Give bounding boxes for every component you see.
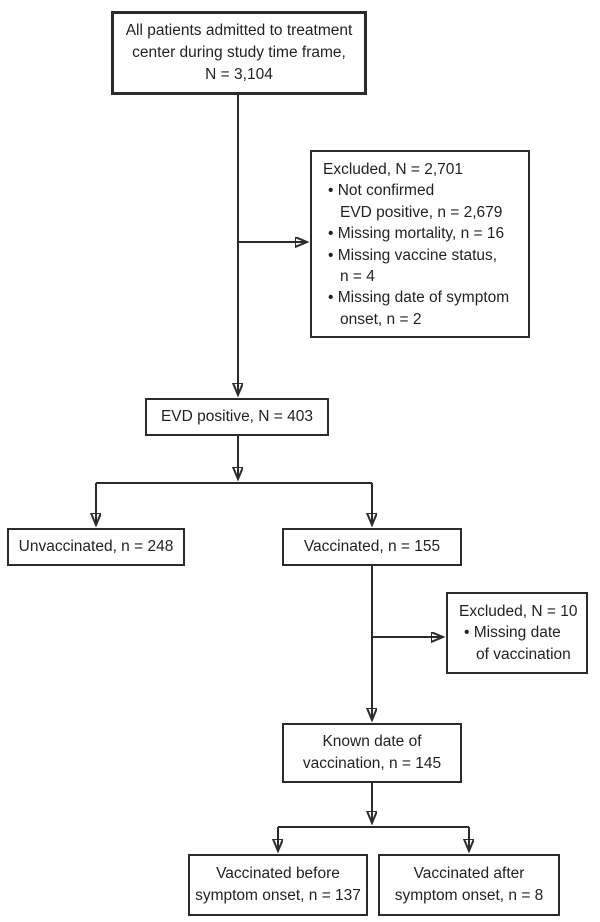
- node-vaccinated-label: Vaccinated, n = 155: [303, 538, 441, 555]
- excluded-initial-bullet: • Not confirmed EVD positive, n = 2,679: [328, 182, 503, 221]
- node-known-date: Known date of vaccination, n = 145: [282, 723, 462, 783]
- excluded-initial-bullet: • Missing date of symptom onset, n = 2: [328, 289, 510, 328]
- node-before-onset-line: Vaccinated before: [216, 865, 340, 882]
- excluded-initial-header: Excluded, N = 2,701: [323, 161, 464, 178]
- excluded-initial-bullet: • Missing vaccine status, n = 4: [328, 246, 498, 286]
- node-after-onset: Vaccinated after symptom onset, n = 8: [378, 854, 560, 916]
- node-excluded-initial: Excluded, N = 2,701 • Not confirmed EVD …: [310, 150, 530, 338]
- node-before-onset: Vaccinated before symptom onset, n = 137: [188, 854, 368, 916]
- node-after-onset-line: symptom onset, n = 8: [394, 887, 544, 904]
- excluded-vaccinated-header: Excluded, N = 10: [459, 603, 578, 620]
- node-admitted-line: N = 3,104: [205, 66, 273, 83]
- node-unvaccinated-label: Unvaccinated, n = 248: [18, 538, 174, 555]
- node-evd-positive-label: EVD positive, N = 403: [160, 408, 314, 425]
- node-admitted-line: center during study time frame,: [132, 44, 346, 61]
- node-admitted: All patients admitted to treatment cente…: [111, 11, 367, 95]
- node-admitted-line: All patients admitted to treatment: [125, 22, 353, 39]
- excluded-initial-bullet: • Missing mortality, n = 16: [328, 225, 505, 243]
- node-known-date-line: Known date of: [322, 733, 422, 750]
- node-excluded-vaccinated: Excluded, N = 10 • Missing date of vacci…: [446, 592, 588, 674]
- node-evd-positive: EVD positive, N = 403: [145, 398, 329, 436]
- node-known-date-line: vaccination, n = 145: [302, 755, 442, 772]
- node-vaccinated: Vaccinated, n = 155: [282, 528, 462, 566]
- excluded-vaccinated-bullet: • Missing date of vaccination: [464, 624, 571, 663]
- node-after-onset-line: Vaccinated after: [413, 865, 525, 882]
- node-unvaccinated: Unvaccinated, n = 248: [7, 528, 185, 566]
- node-before-onset-line: symptom onset, n = 137: [195, 887, 361, 904]
